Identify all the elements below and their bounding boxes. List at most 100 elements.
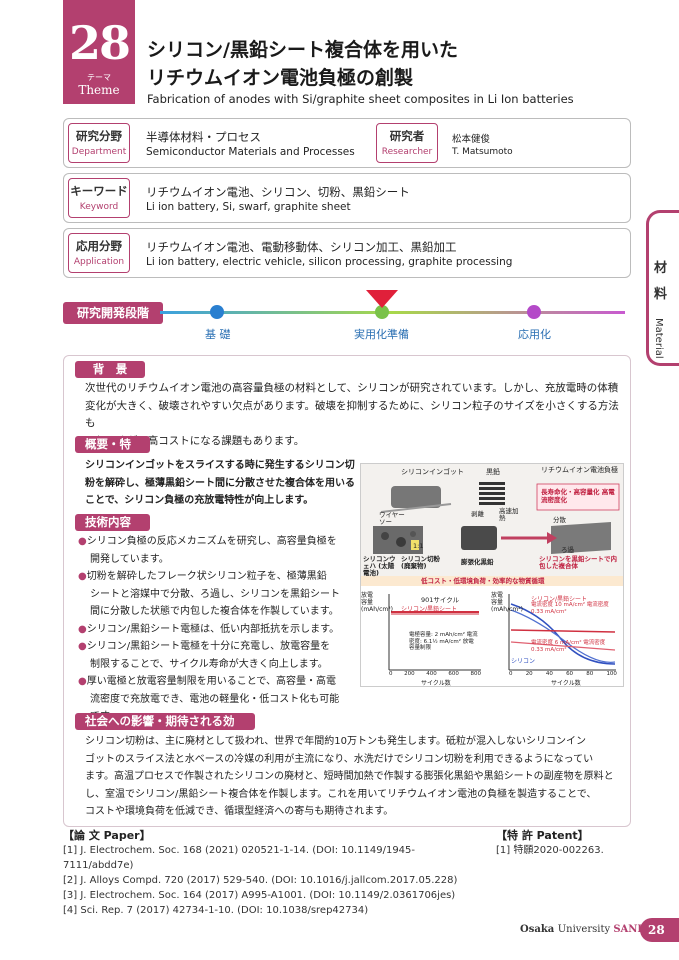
application-row: 応用分野 Application リチウムイオン電池、電動移動体、シリコン加工、…: [63, 228, 631, 278]
impact-heading: 社会への影響・期待される効果: [75, 713, 255, 745]
tick-left-4: 800: [470, 671, 482, 677]
fig-cond2: 電流密度 10 mA/cm² 電流密度 0.33 mA/cm²: [531, 602, 609, 615]
impact-line-1: シリコン切粉は、主に廃材として扱われ、世界で年間約10万トンも発生します。砥粒が…: [85, 736, 587, 747]
tick-right-2: 40: [545, 671, 553, 677]
footer-org-2: University: [557, 924, 614, 935]
paper-ref-1: [1] J. Electrochem. Soc. 168 (2021) 0205…: [63, 845, 416, 871]
side-tab-char-2: 料: [654, 287, 668, 302]
patent-heading: 【特 許 Patent】: [496, 829, 589, 842]
keyword-label: キーワード Keyword: [68, 178, 130, 218]
tech-item-5: ●厚い電極と放電容量制限を用いることで、高容量・高電: [78, 676, 337, 687]
tech-item-2a: 切粉を解砕したフレーク状シリコン粒子を、極薄黒鉛: [86, 571, 327, 582]
fig-graphite: 黒鉛: [486, 468, 500, 476]
tech-heading: 技術内容: [75, 514, 150, 531]
stage-application: 応用化: [518, 328, 551, 341]
figure-svg: [361, 464, 623, 686]
keyword-row: キーワード Keyword リチウムイオン電池、シリコン、切粉、黒鉛シート Li…: [63, 173, 631, 223]
tech-item-3a: シリコン/黒鉛シート電極は、低い内部抵抗を示します。: [86, 623, 340, 635]
department-row: 研究分野 Department 半導体材料・プロセス Semiconductor…: [63, 118, 631, 168]
paper-references: 【論 文 Paper】 [1] J. Electrochem. Soc. 168…: [63, 828, 483, 918]
paper-ref-4: [4] Sci. Rep. 7 (2017) 42734-1-10. (DOI:…: [63, 905, 369, 916]
fig-ingot: シリコンインゴット: [401, 468, 464, 476]
tick-left-3: 600: [448, 671, 459, 677]
patent-references: 【特 許 Patent】 [1] 特願2020-002263.: [496, 828, 626, 858]
background-line-2: 変化が大きく、破壊されやすい欠点があります。破壊を抑制するために、シリコン粒子の…: [85, 399, 619, 430]
impact-line-3: ます。高温プロセスで作製されたシリコンの廃材と、短時間加熱で作製する膨張化黒鉛や…: [85, 771, 614, 782]
fig-sigs-right: シリコン/黒鉛シート: [531, 596, 588, 603]
process-figure: シリコンインゴット 黒鉛 リチウムイオン電池負極 ワイヤーソー 剥離 高速加熱 …: [360, 463, 624, 687]
tech-item-2c: 間に分散した状態で内包した複合体を作製しています。: [90, 606, 339, 617]
tech-item-1: ●シリコン負極の反応メカニズムを研究し、高容量負極を: [78, 536, 337, 547]
fig-expgr: 膨張化黒鉛: [461, 558, 494, 566]
tech-list: ●シリコン負極の反応メカニズムを研究し、高容量負極を 開発しています。 ●切粉を…: [78, 533, 358, 726]
application-label-jp: 応用分野: [76, 239, 122, 253]
overview-line-1: シリコンインゴットをスライスする時に発生するシリコン切: [85, 460, 355, 471]
fig-ratio: 1:1: [413, 542, 424, 550]
tick-right-4: 80: [586, 671, 594, 677]
page-subtitle-en: Fabrication of anodes with Si/graphite s…: [147, 92, 574, 106]
footer-org-1: Osaka: [520, 924, 558, 935]
overview-line-3: ことで、シリコン負極の充放電特性が向上します。: [85, 495, 314, 506]
theme-badge: 28 テーマ Theme: [63, 0, 135, 104]
stage-dot-app: [527, 305, 541, 319]
department-value-en: Semiconductor Materials and Processes: [146, 146, 355, 158]
tech-item-1a: シリコン負極の反応メカニズムを研究し、高容量負極を: [86, 536, 337, 547]
tech-item-2: ●切粉を解砕したフレーク状シリコン粒子を、極薄黒鉛: [78, 571, 327, 582]
department-label: 研究分野 Department: [68, 123, 130, 163]
fig-eco: 低コスト・低環境負荷・効率的な物質循環: [421, 577, 545, 585]
fig-req: 長寿命化・高容量化 高電流密度化: [541, 488, 615, 504]
fig-wafer: シリコンウェハ (太陽電池): [363, 555, 396, 577]
fig-heat: 高速加熱: [499, 507, 519, 522]
background-line-3: ありますが、高コストになる課題もあります。: [85, 434, 305, 447]
theme-label-jp: テーマ: [87, 73, 111, 82]
page-number: 28: [640, 918, 679, 942]
stage-prep: 実用化準備: [354, 328, 409, 341]
tech-item-3: ●シリコン/黒鉛シート電極は、低い内部抵抗を示します。: [78, 623, 340, 635]
theme-label-en: Theme: [78, 83, 120, 97]
researcher-label-en: Researcher: [381, 147, 433, 157]
tech-item-4a: シリコン/黒鉛シート電極を十分に充電し、放電容量を: [86, 641, 331, 652]
fig-filter: ろ過: [561, 546, 574, 554]
fig-comp: シリコンを黒鉛シートで内包した複合体: [539, 555, 617, 570]
stage-track: [160, 290, 625, 319]
department-label-jp: 研究分野: [76, 129, 122, 143]
department-value-jp: 半導体材料・プロセス: [146, 130, 261, 144]
fig-si: シリコン: [511, 658, 536, 665]
tech-item-4b: 制限することで、サイクル寿命が大きく向上します。: [90, 658, 328, 670]
page-title: シリコン/黒鉛シート複合体を用いた リチウムイオン電池負極の創製: [147, 36, 458, 92]
tech-item-2b: シートと溶媒中で分散、ろ過し、シリコンを黒鉛シート: [90, 588, 340, 600]
background-heading: 背 景: [75, 361, 145, 378]
fig-wire: ワイヤーソー: [379, 511, 405, 526]
impact-line-4: し、室温でシリコン/黒鉛シート複合体を作製します。これを用いてリチウムイオン電池…: [85, 788, 597, 800]
keyword-label-jp: キーワード: [70, 184, 128, 198]
department-label-en: Department: [71, 147, 127, 157]
ingot-shape: [391, 486, 441, 508]
fig-sigs-left: シリコン/黒鉛シート: [401, 606, 458, 613]
stage-basic: 基 礎: [205, 328, 231, 341]
tick-right-3: 60: [566, 671, 574, 677]
fig-swarf: シリコン切粉 (廃棄物): [401, 555, 440, 570]
tech-item-5a: 厚い電極と放電容量制限を用いることで、高容量・高電: [86, 676, 337, 687]
application-label-en: Application: [73, 257, 125, 267]
title-line-1: シリコン/黒鉛シート複合体を用いた: [147, 39, 458, 61]
side-tab-char-1: 材: [654, 261, 668, 276]
stage-marker: [366, 290, 398, 308]
fig-cycle-right: サイクル数: [551, 680, 581, 687]
paper-ref-2: [2] J. Alloys Compd. 720 (2017) 529-540.…: [63, 875, 458, 886]
keyword-value-jp: リチウムイオン電池、シリコン、切粉、黒鉛シート: [146, 185, 410, 199]
fig-axis-cap-left: 放電容量 (mAh/cm²): [361, 592, 393, 613]
impact-line-5: コストや環境負荷を低減でき、循環型経済への寄与も期待されます。: [85, 806, 394, 817]
tick-right-5: 100: [606, 671, 617, 677]
fig-disperse: 分散: [553, 516, 566, 524]
fig-cond3: 電流密度 6 mA/cm² 電流密度 0.33 mA/cm²: [531, 640, 606, 653]
patent-ref-1: [1] 特願2020-002263.: [496, 845, 604, 856]
paper-heading: 【論 文 Paper】: [63, 829, 151, 842]
fig-exfol: 剥離: [471, 510, 484, 518]
fig-cond1: 電極容量: 2 mAh/cm² 電流密度: 6.1½ mA/cm² 放電容量制限: [409, 632, 478, 651]
tick-left-0: 0: [389, 671, 393, 677]
side-tab-en: Material: [653, 318, 664, 359]
tick-right-0: 0: [509, 671, 513, 677]
tech-item-4: ●シリコン/黒鉛シート電極を十分に充電し、放電容量を: [78, 641, 331, 652]
